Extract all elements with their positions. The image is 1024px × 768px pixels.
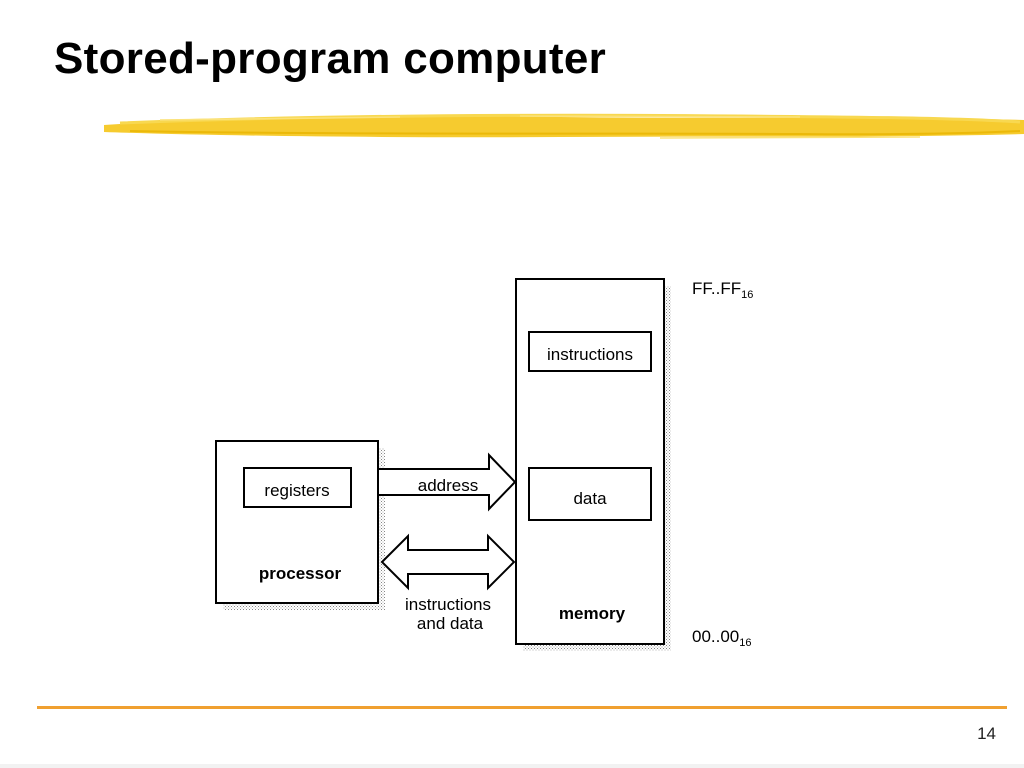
top-address-base: FF..FF [692, 279, 741, 298]
bus-arrow-shape [380, 533, 516, 591]
address-arrow-label: address [418, 476, 478, 495]
processor-label: processor [259, 564, 342, 583]
registers-label: registers [264, 481, 329, 500]
footer-rule [37, 706, 1007, 709]
bottom-address-label: 00..0016 [692, 627, 752, 649]
bottom-band [0, 764, 1024, 768]
top-address-label: FF..FF16 [692, 279, 753, 301]
instructions-box [528, 331, 652, 372]
registers-box [243, 467, 352, 508]
memory-label: memory [559, 604, 626, 623]
data-box-label: data [573, 489, 607, 508]
page-number: 14 [977, 724, 996, 743]
bus-label-line1: instructions [405, 595, 491, 614]
address-arrow-shape [377, 452, 517, 512]
address-arrow: address [377, 452, 517, 512]
bus-label-line2: and data [417, 614, 484, 633]
memory-block: instructions data memory [515, 278, 671, 651]
bottom-address-subscript: 16 [739, 637, 751, 649]
instructions-data-bus-arrow: instructions and data [380, 533, 516, 633]
instructions-box-label: instructions [547, 345, 633, 364]
top-address-subscript: 16 [741, 289, 753, 301]
data-box [528, 467, 652, 521]
slide-title: Stored-program computer [54, 34, 607, 83]
processor-block: registers processor [215, 440, 385, 610]
bottom-address-base: 00..00 [692, 627, 739, 646]
yellow-brush-underline [104, 113, 1024, 139]
